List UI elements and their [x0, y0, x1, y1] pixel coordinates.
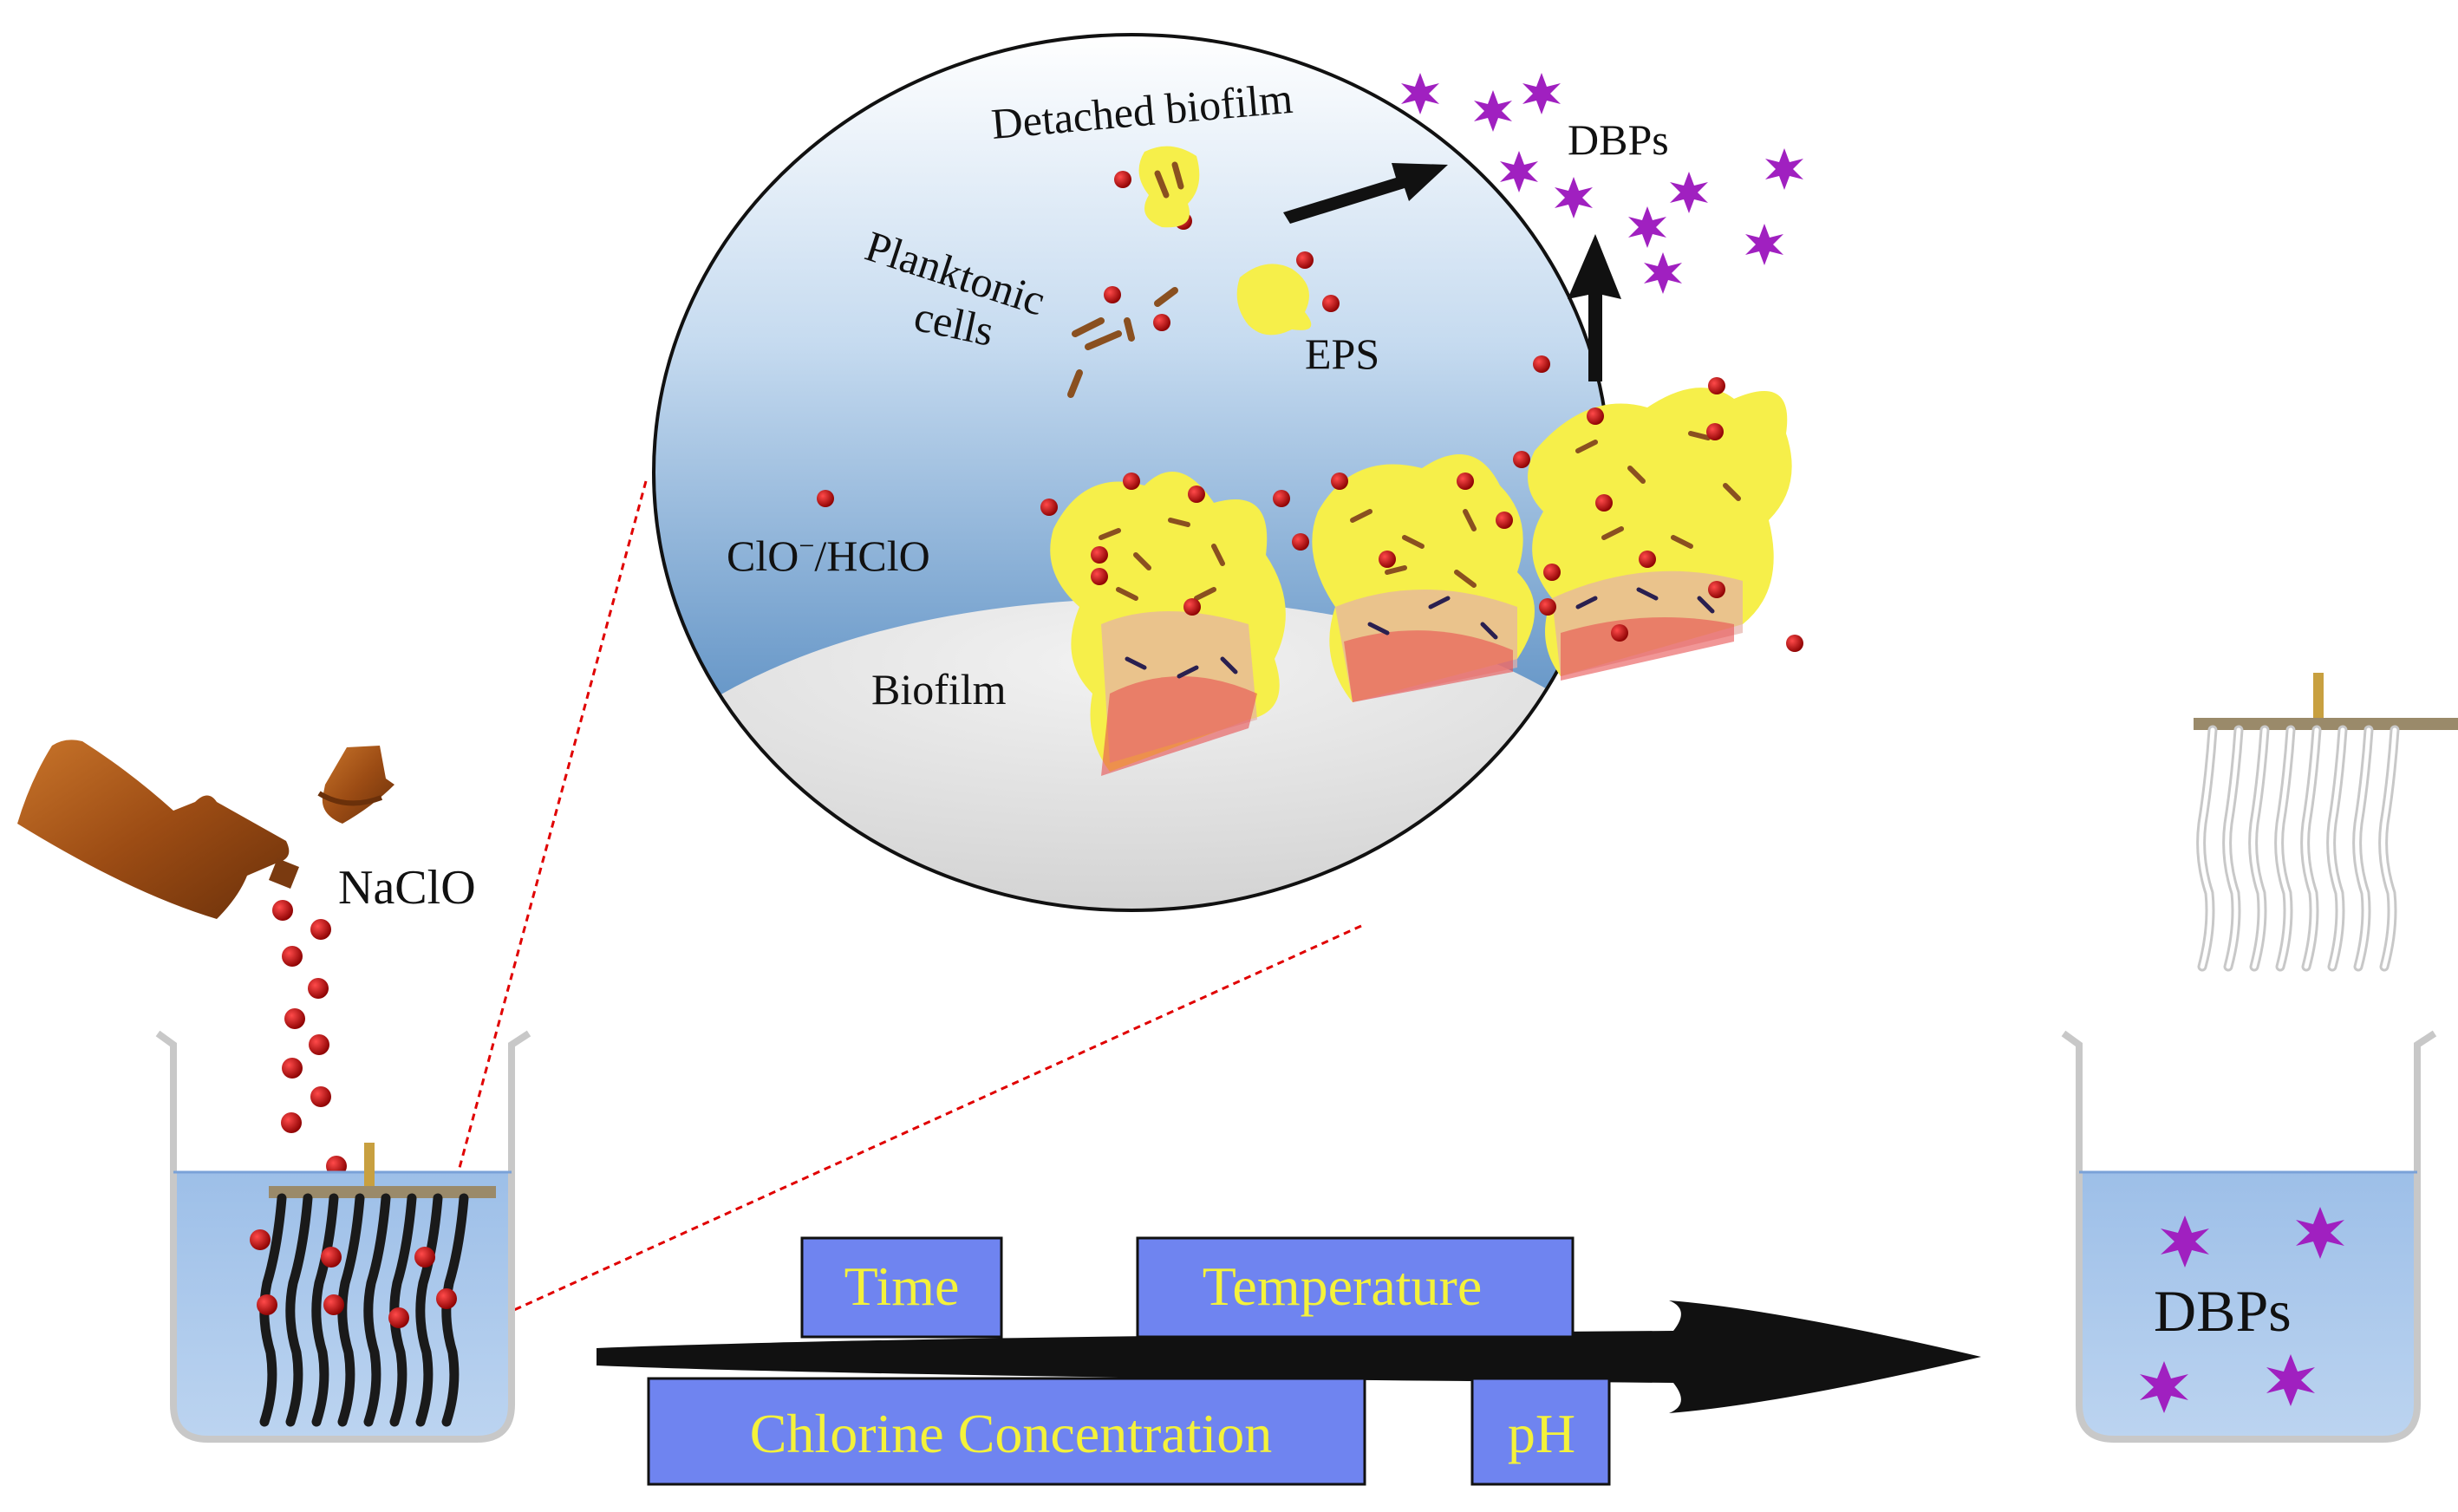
arrow-up-dbps [1568, 234, 1621, 381]
label-eps: EPS [1305, 329, 1379, 378]
naclo-bottle [17, 740, 299, 919]
biofilm-clusters [1050, 388, 1792, 776]
bottle-cap [317, 746, 394, 824]
factor-box-chlorine-concentration: Chlorine Concentration [647, 1377, 1366, 1486]
svg-text:Temperature: Temperature [1203, 1255, 1482, 1317]
chlorine-drops-falling [272, 900, 347, 1176]
label-clo-hclo: ClO−/HClO [727, 530, 930, 580]
dbp-stars-ellipse [1401, 73, 1803, 294]
process-arrow [597, 1300, 1981, 1413]
dbp-stars-beaker [2140, 1207, 2344, 1413]
label-dbps-top: DBPs [1568, 115, 1669, 164]
svg-text:Chlorine Concentration: Chlorine Concentration [750, 1403, 1273, 1464]
detached-biofilm-blob [1138, 146, 1200, 228]
svg-text:pH: pH [1508, 1403, 1575, 1464]
label-biofilm: Biofilm [871, 665, 1007, 714]
arrow-to-dbps [1283, 163, 1448, 224]
factor-box-ph: pH [1470, 1377, 1611, 1486]
eps-blob [1236, 264, 1312, 336]
planktonic-cells [1067, 287, 1178, 398]
factor-box-temperature: Temperature [1136, 1236, 1575, 1339]
factor-box-time: Time [800, 1236, 1003, 1339]
label-dbps-beaker: DBPs [2154, 1278, 2292, 1344]
left-beaker [155, 1030, 531, 1443]
label-naclo: NaClO [338, 861, 476, 915]
right-beaker [2061, 1030, 2437, 1443]
right-electrode-clean [2194, 673, 2458, 972]
left-electrode [250, 1143, 496, 1427]
svg-text:Time: Time [844, 1255, 960, 1317]
